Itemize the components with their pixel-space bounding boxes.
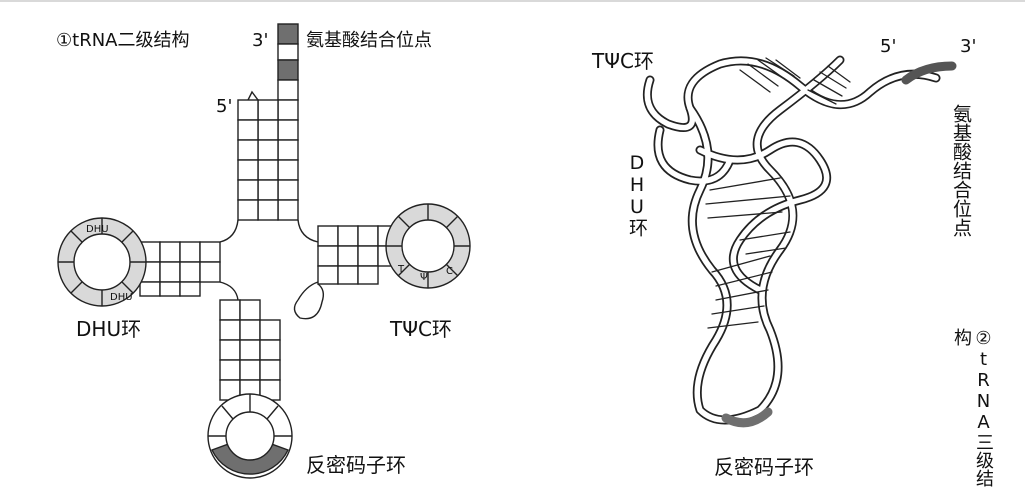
tertiary-base-pairs [705,57,851,329]
dhu-mark-top: DHU [86,224,109,235]
dhu-mark-bottom: DHU [110,292,133,303]
psi-mark: Ψ [420,272,428,283]
top-divider [0,0,1025,2]
tpsic-stem [293,225,399,320]
left-anticodon-loop-label: 反密码子环 [306,453,406,477]
central-junction [219,219,319,301]
tpsic-loop-ring [385,203,471,289]
left-tpsic-loop-label: TΨC环 [389,317,452,341]
right-tpsic-loop-label: TΨC环 [591,49,654,73]
anticodon-loop-ring [207,393,293,479]
left-dhu-loop-label: DHU环 [76,317,141,341]
trna-secondary-structure [57,23,471,479]
right-anticodon-loop-label: 反密码子环 [714,455,814,479]
secondary-structure-title: ①tRNA二级结构 [56,30,189,51]
t-mark: T [397,264,405,275]
dhu-stem [139,241,221,297]
anticodon-stem [219,299,281,401]
tertiary-structure-title: ②tRNA三级结构 [951,328,994,487]
right-three-prime: 3' [960,36,976,57]
c-mark: C [446,266,453,277]
left-five-prime: 5' [216,96,232,117]
right-aa-site-label: 氨基酸结合位点 [950,104,972,237]
right-dhu-loop-label: DHU环 [626,152,648,237]
acceptor-stem [237,23,299,221]
left-aa-site-label: 氨基酸结合位点 [306,30,432,51]
trna-tertiary-structure [642,55,957,428]
dhu-loop-ring [57,217,147,307]
left-three-prime: 3' [252,30,268,51]
right-five-prime: 5' [880,36,896,57]
